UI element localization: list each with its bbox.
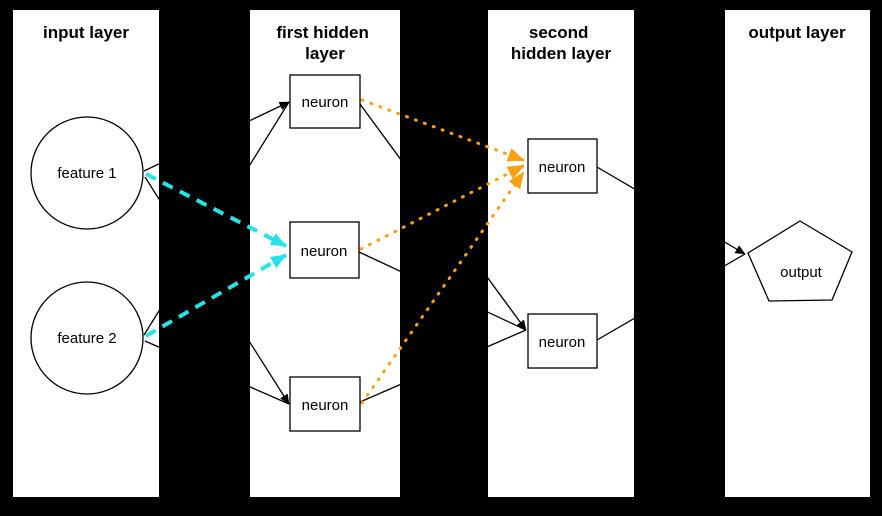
- label-feature-2: feature 2: [57, 330, 116, 347]
- edge-h2n2-output: [596, 253, 746, 341]
- node-output-pentagon: [747, 220, 853, 302]
- title-first-hidden-layer: first hidden layer: [276, 23, 373, 63]
- edge-feature2-h1n2-highlight: [144, 253, 288, 338]
- title-output-layer: output layer: [748, 23, 846, 42]
- edge-h2n1-output: [596, 166, 746, 255]
- label-hidden1-neuron3: neuron: [302, 397, 349, 414]
- node-hidden2-neuron2: [527, 313, 598, 369]
- label-hidden2-neuron2: neuron: [539, 334, 586, 351]
- label-hidden1-neuron1: neuron: [302, 94, 349, 111]
- node-feature-2: [30, 281, 144, 395]
- edge-feature2-h1n1: [143, 101, 290, 336]
- title-input-layer: input layer: [43, 23, 129, 42]
- node-feature-1: [30, 116, 144, 230]
- edge-feature2-h1n3: [144, 340, 290, 405]
- node-hidden1-neuron2-cyan: [289, 221, 360, 279]
- edge-h1n1-h2n1-highlight: [360, 98, 525, 162]
- edges-orange: [359, 98, 525, 405]
- edge-feature1-h1n3: [144, 176, 290, 405]
- edge-h1n3-h2n1-highlight: [360, 171, 525, 405]
- node-hidden1-neuron3: [289, 376, 361, 432]
- label-output: output: [780, 264, 823, 281]
- edge-h1n1-h2n2: [359, 103, 527, 331]
- label-hidden2-neuron1: neuron: [539, 159, 586, 176]
- node-hidden1-neuron1: [289, 74, 361, 129]
- edge-h1n2-h2n1-highlight: [359, 164, 525, 251]
- edge-feature1-h1n2-highlight: [145, 172, 287, 248]
- label-hidden1-neuron2: neuron: [301, 243, 348, 260]
- title-second-hidden-layer: second hidden layer: [511, 23, 612, 63]
- node-hidden2-neuron1-orange: [527, 138, 598, 194]
- edge-feature1-h1n1: [143, 101, 290, 172]
- edge-h1n2-h2n2: [358, 251, 527, 331]
- panel-input-layer: [13, 10, 159, 497]
- label-feature-1: feature 1: [57, 165, 116, 182]
- edges-cyan: [144, 172, 288, 338]
- edge-h1n3-h2n2: [359, 329, 527, 403]
- panel-second-hidden-layer: [488, 10, 634, 497]
- edges-black: [143, 101, 746, 405]
